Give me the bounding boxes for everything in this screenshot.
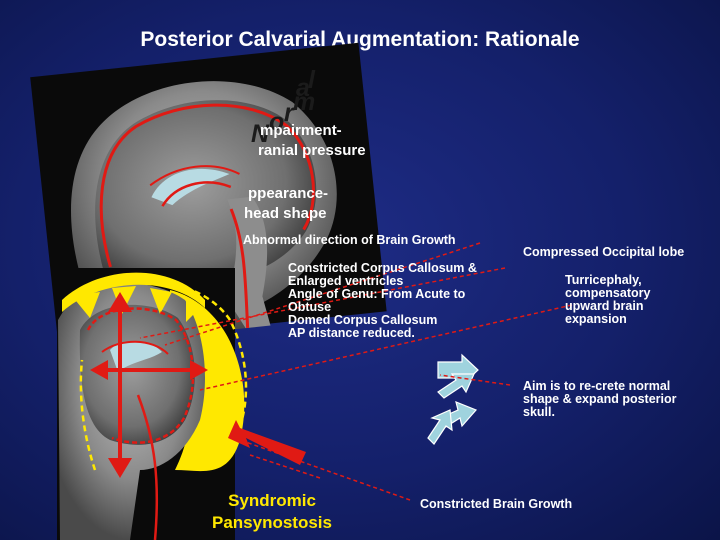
compressed-occipital-label: Compressed Occipital lobe — [523, 245, 685, 259]
normal-letter: a — [296, 74, 310, 102]
abnormal-mri-image — [57, 268, 248, 540]
normal-letter: r — [284, 99, 294, 127]
list-item: Syndromic — [228, 491, 316, 510]
list-item: compensatory — [565, 286, 651, 300]
list-item: skull. — [523, 405, 555, 419]
list-item: shape & expand posterior — [523, 392, 677, 406]
list-item: Domed Corpus Callosum — [288, 313, 438, 327]
expansion-arrows — [427, 353, 479, 445]
list-item: Pansynostosis — [212, 513, 332, 532]
brain-growth-direction-label: Abnormal direction of Brain Growth — [243, 233, 456, 247]
compression-arrow — [228, 420, 306, 465]
slide-title: Posterior Calvarial Augmentation: Ration… — [140, 28, 580, 51]
list-item: AP distance reduced. — [288, 326, 415, 340]
list-item: upward brain — [565, 299, 644, 313]
list-item: Constricted Corpus Callosum & — [288, 261, 477, 275]
normal-letter: m — [293, 88, 316, 116]
syndromic-pansynostosis-label: Syndromic Pansynostosis — [202, 490, 342, 534]
normal-letter: l — [308, 66, 315, 94]
list-item: expansion — [565, 312, 627, 326]
impairment-text: mpairment- — [260, 122, 342, 139]
normal-letter: o — [269, 108, 285, 136]
appearance-text: ppearance- — [248, 185, 329, 202]
list-item: Aim is to re-crete normal — [523, 379, 671, 393]
list-item: Turricephaly, — [565, 273, 642, 287]
annotation-lines — [139, 242, 573, 501]
aim-label: Aim is to re-crete normal shape & expand… — [523, 380, 677, 419]
pressure-text: ranial pressure — [258, 142, 366, 159]
list-item: Obtuse — [288, 300, 332, 314]
list-item: Enlarged ventricles — [288, 274, 404, 288]
corpus-callosum-list: Constricted Corpus Callosum & Enlarged v… — [288, 262, 477, 340]
list-item: Angle of Genu: From Acute to — [288, 287, 466, 301]
normal-letter: N — [251, 120, 270, 148]
turricephaly-label: Turricephaly, compensatory upward brain … — [565, 274, 650, 326]
head-shape-text: head shape — [244, 205, 327, 222]
constricted-growth-label: Constricted Brain Growth — [420, 497, 573, 511]
